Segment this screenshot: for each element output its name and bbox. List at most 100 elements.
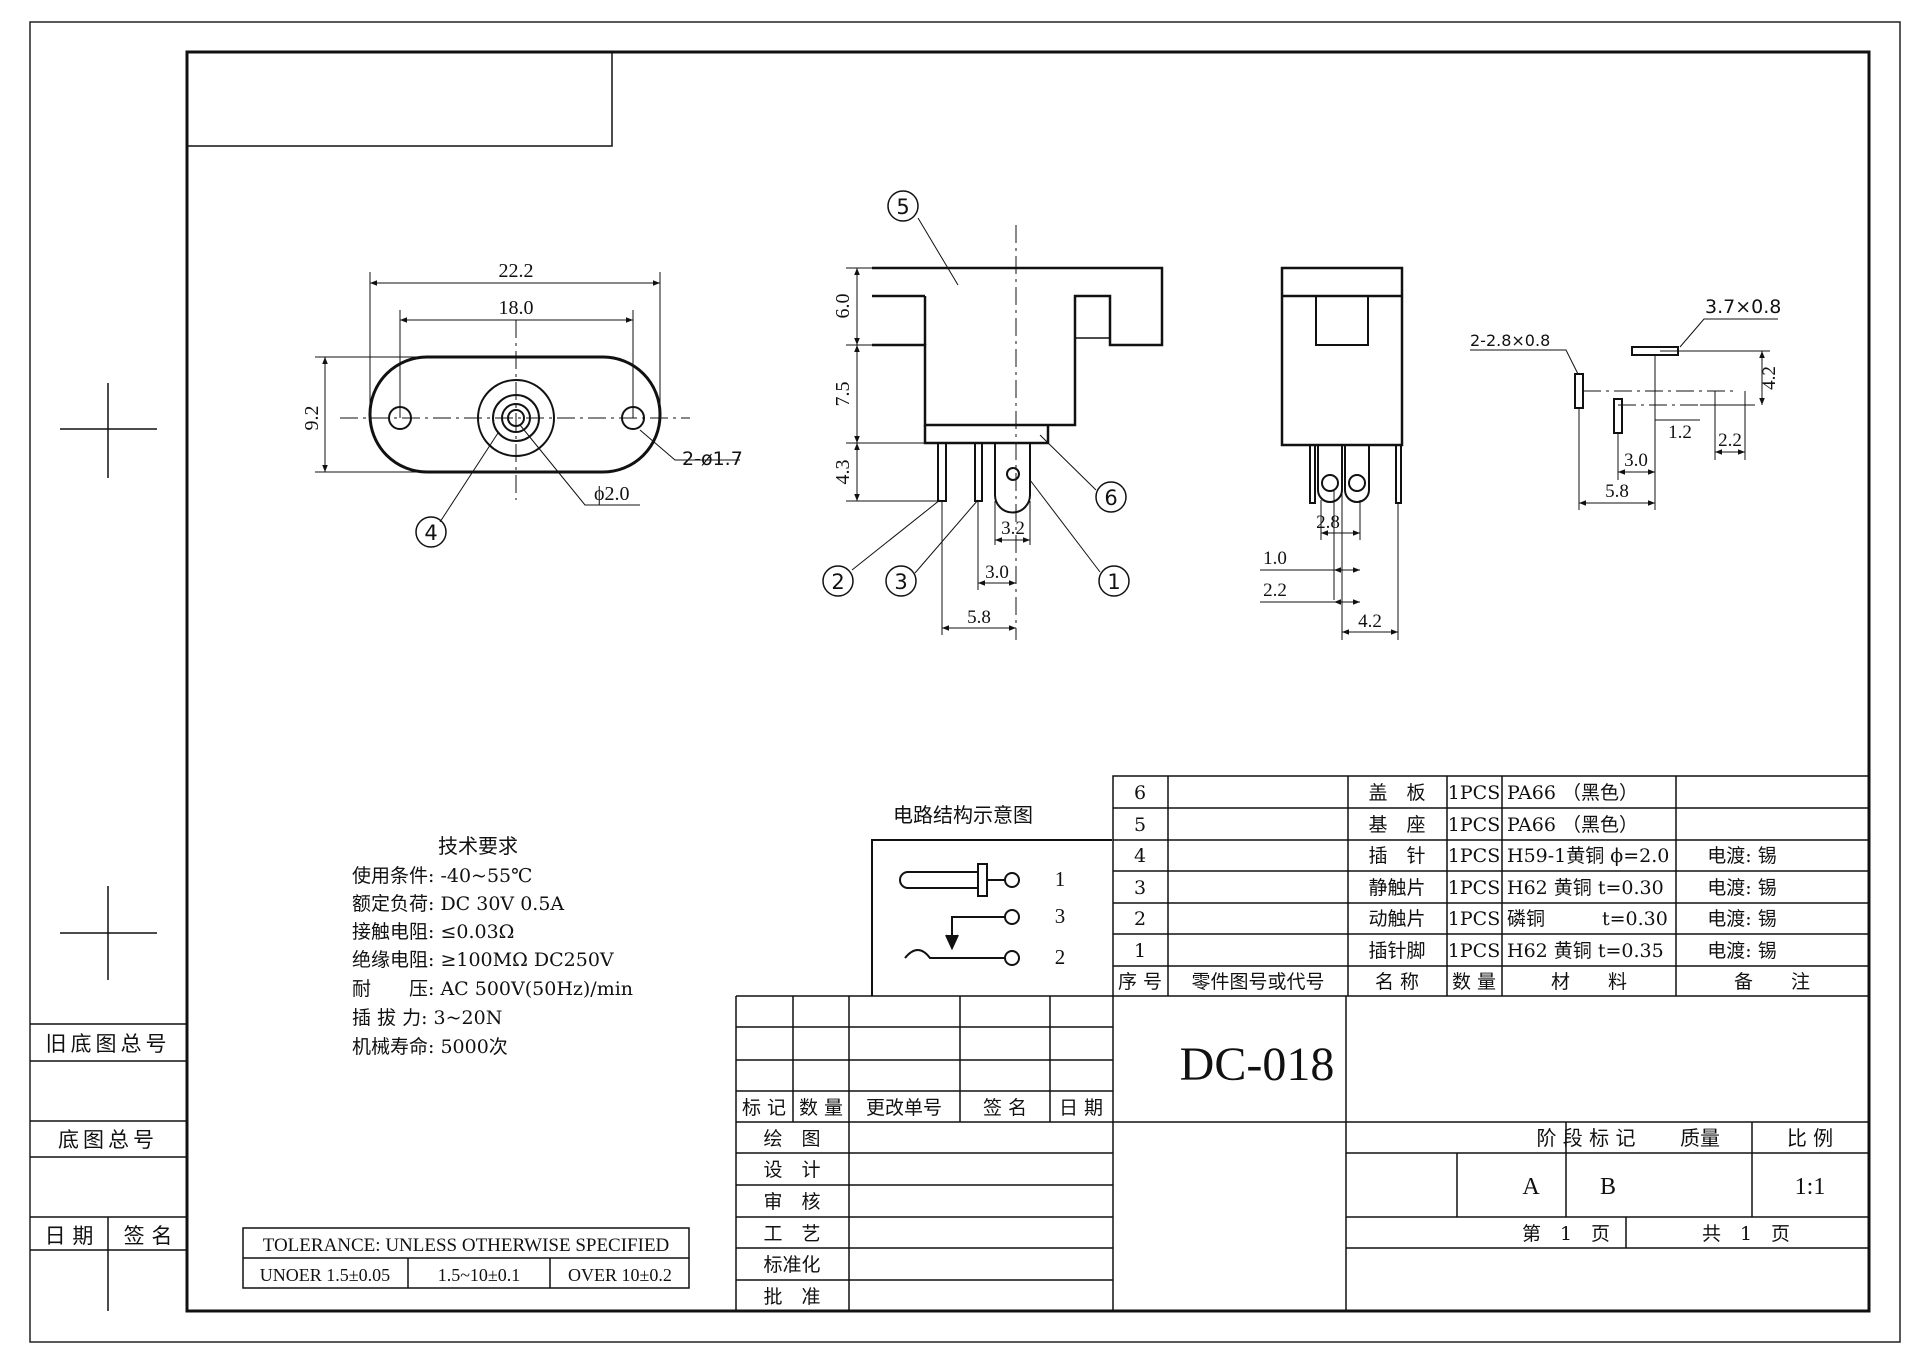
stage-a: A (1522, 1174, 1540, 1200)
part-number: DC-018 (1180, 1038, 1335, 1091)
tolerance-table (242, 1227, 690, 1289)
bom-qty: 1PCS (1448, 782, 1500, 804)
dim-3-0-side: 3.0 (985, 562, 1009, 583)
tolerance-cell-3: OVER 10±0.2 (568, 1265, 672, 1285)
dim-slot-a: 3.7×0.8 (1705, 296, 1781, 318)
inner-border (185, 50, 1871, 1313)
approval-design: 设 计 (763, 1159, 820, 1181)
bom-header-note: 备 注 (1734, 971, 1810, 993)
tech-line: 插 拔 力: 3~20N (352, 1007, 502, 1029)
dim-18-0: 18.0 (499, 297, 534, 319)
pcb-layout-view (1470, 318, 1778, 510)
dim-4-2-end: 4.2 (1358, 611, 1382, 632)
dim-3-0-pcb: 3.0 (1624, 450, 1648, 471)
bom-no: 1 (1134, 940, 1146, 962)
tech-line: 机械寿命: 5000次 (352, 1036, 508, 1058)
dim-4-2-pcb: 4.2 (1759, 366, 1780, 390)
tech-line: 绝缘电阻: ≥100MΩ DC250V (352, 949, 614, 971)
rev-mark-label: 标 记 (742, 1097, 786, 1119)
approval-approve: 批 准 (763, 1286, 820, 1308)
bom-qty: 1PCS (1448, 877, 1500, 899)
dim-2-2-pcb: 2.2 (1718, 430, 1742, 451)
tech-title: 技术要求 (438, 834, 518, 858)
tolerance-cell-1: UNOER 1.5±0.05 (260, 1265, 390, 1285)
bom-material: H59-1黄铜 ϕ=2.0 (1507, 845, 1669, 867)
dim-1-0: 1.0 (1263, 548, 1287, 569)
stage-label: 阶 段 标 记 (1536, 1126, 1635, 1150)
bom-material: H62 黄铜 t=0.30 (1507, 877, 1664, 899)
bom-note: 电渡: 锡 (1707, 877, 1776, 899)
revision-header: 标 记 数 量 更改单号 签 名 日 期 (742, 1097, 1103, 1119)
tolerance-header: TOLERANCE: UNLESS OTHERWISE SPECIFIED (263, 1235, 670, 1256)
callout-4: 4 (424, 521, 437, 545)
approval-standard: 标准化 (763, 1254, 820, 1276)
side-view (846, 217, 1164, 640)
dim-9-2: 9.2 (301, 406, 323, 431)
rev-date-label: 日 期 (1059, 1097, 1103, 1119)
tech-line: 接触电阻: ≤0.03Ω (352, 921, 514, 943)
bom-no: 6 (1134, 782, 1146, 804)
mass-label: 质量 (1680, 1126, 1720, 1150)
dim-slot-b: 2-2.8×0.8 (1470, 331, 1550, 350)
callout-3: 3 (894, 570, 907, 594)
scale-value: 1:1 (1795, 1174, 1826, 1200)
outer-border (29, 21, 1901, 1343)
callout-1: 1 (1107, 570, 1120, 594)
bom-note: 电渡: 锡 (1707, 908, 1776, 930)
dim-3-2: 3.2 (1001, 518, 1025, 539)
bom-name: 基 座 (1368, 814, 1425, 836)
tech-lines: 使用条件: -40~55℃ 额定负荷: DC 30V 0.5A 接触电阻: ≤0… (352, 865, 633, 1058)
bom-no: 3 (1134, 877, 1146, 899)
bom-qty: 1PCS (1448, 940, 1500, 962)
approvals: 绘 图 设 计 审 核 工 艺 标准化 批 准 (763, 1128, 820, 1308)
dim-7-5: 7.5 (832, 382, 854, 407)
bom-name: 插 针 (1368, 845, 1425, 867)
side-callouts (822, 190, 1130, 597)
approval-draw: 绘 图 (763, 1128, 820, 1150)
bom-name: 静触片 (1368, 877, 1425, 899)
rev-sign-label: 签 名 (983, 1097, 1027, 1119)
bom-material: PA66 （黑色） (1507, 814, 1638, 836)
callout-5: 5 (896, 195, 909, 219)
front-view (315, 272, 740, 523)
dim-2-8: 2.8 (1316, 512, 1340, 533)
end-view (1260, 266, 1404, 640)
bom-note: 电渡: 锡 (1707, 940, 1776, 962)
rev-change-no-label: 更改单号 (866, 1097, 942, 1119)
bom-name: 盖 板 (1368, 782, 1425, 804)
callout-6: 6 (1104, 486, 1117, 510)
scale-label: 比 例 (1787, 1126, 1833, 1150)
dim-2-2-end: 2.2 (1263, 580, 1287, 601)
callout-4-circle (415, 516, 447, 548)
base-drawing-no-label: 底图总号 (58, 1128, 158, 1152)
tolerance-cell-2: 1.5~10±0.1 (438, 1265, 521, 1285)
circuit-pin-2: 2 (1055, 945, 1066, 969)
bom-no: 2 (1134, 908, 1146, 930)
approval-check: 审 核 (763, 1191, 820, 1213)
bom-qty: 1PCS (1448, 908, 1500, 930)
callout-2: 2 (831, 570, 844, 594)
bom-header-no: 序 号 (1118, 971, 1162, 993)
bom-header-qty: 数 量 (1452, 971, 1496, 993)
dim-holes: 2-ø1.7 (682, 448, 743, 470)
tech-line: 使用条件: -40~55℃ (352, 865, 532, 887)
circuit-pin-3: 3 (1055, 904, 1066, 928)
circuit-title: 电路结构示意图 (893, 803, 1033, 827)
sheet-total: 共 1 页 (1702, 1223, 1790, 1245)
left-margin-table (30, 1023, 187, 1311)
dim-22-2: 22.2 (499, 260, 534, 282)
title-block-grid (1113, 996, 1869, 1311)
rev-qty-label: 数 量 (799, 1097, 843, 1119)
revision-table-grid (735, 995, 1114, 1311)
bom-table: 6 盖 板 1PCS PA66 （黑色） 5 基 座 1PCS PA66 （黑色… (1118, 782, 1810, 993)
crosshair-top (60, 383, 157, 478)
date-label: 日 期 (45, 1224, 94, 1248)
bom-material: H62 黄铜 t=0.35 (1507, 940, 1664, 962)
dim-5-8-side: 5.8 (967, 607, 991, 628)
crosshair-bottom (60, 886, 157, 980)
dim-4-3: 4.3 (832, 460, 854, 485)
bom-header-material: 材 料 (1551, 971, 1627, 993)
bom-material: 磷铜 t=0.30 (1507, 908, 1668, 930)
sheet-number: 第 1 页 (1522, 1223, 1610, 1245)
